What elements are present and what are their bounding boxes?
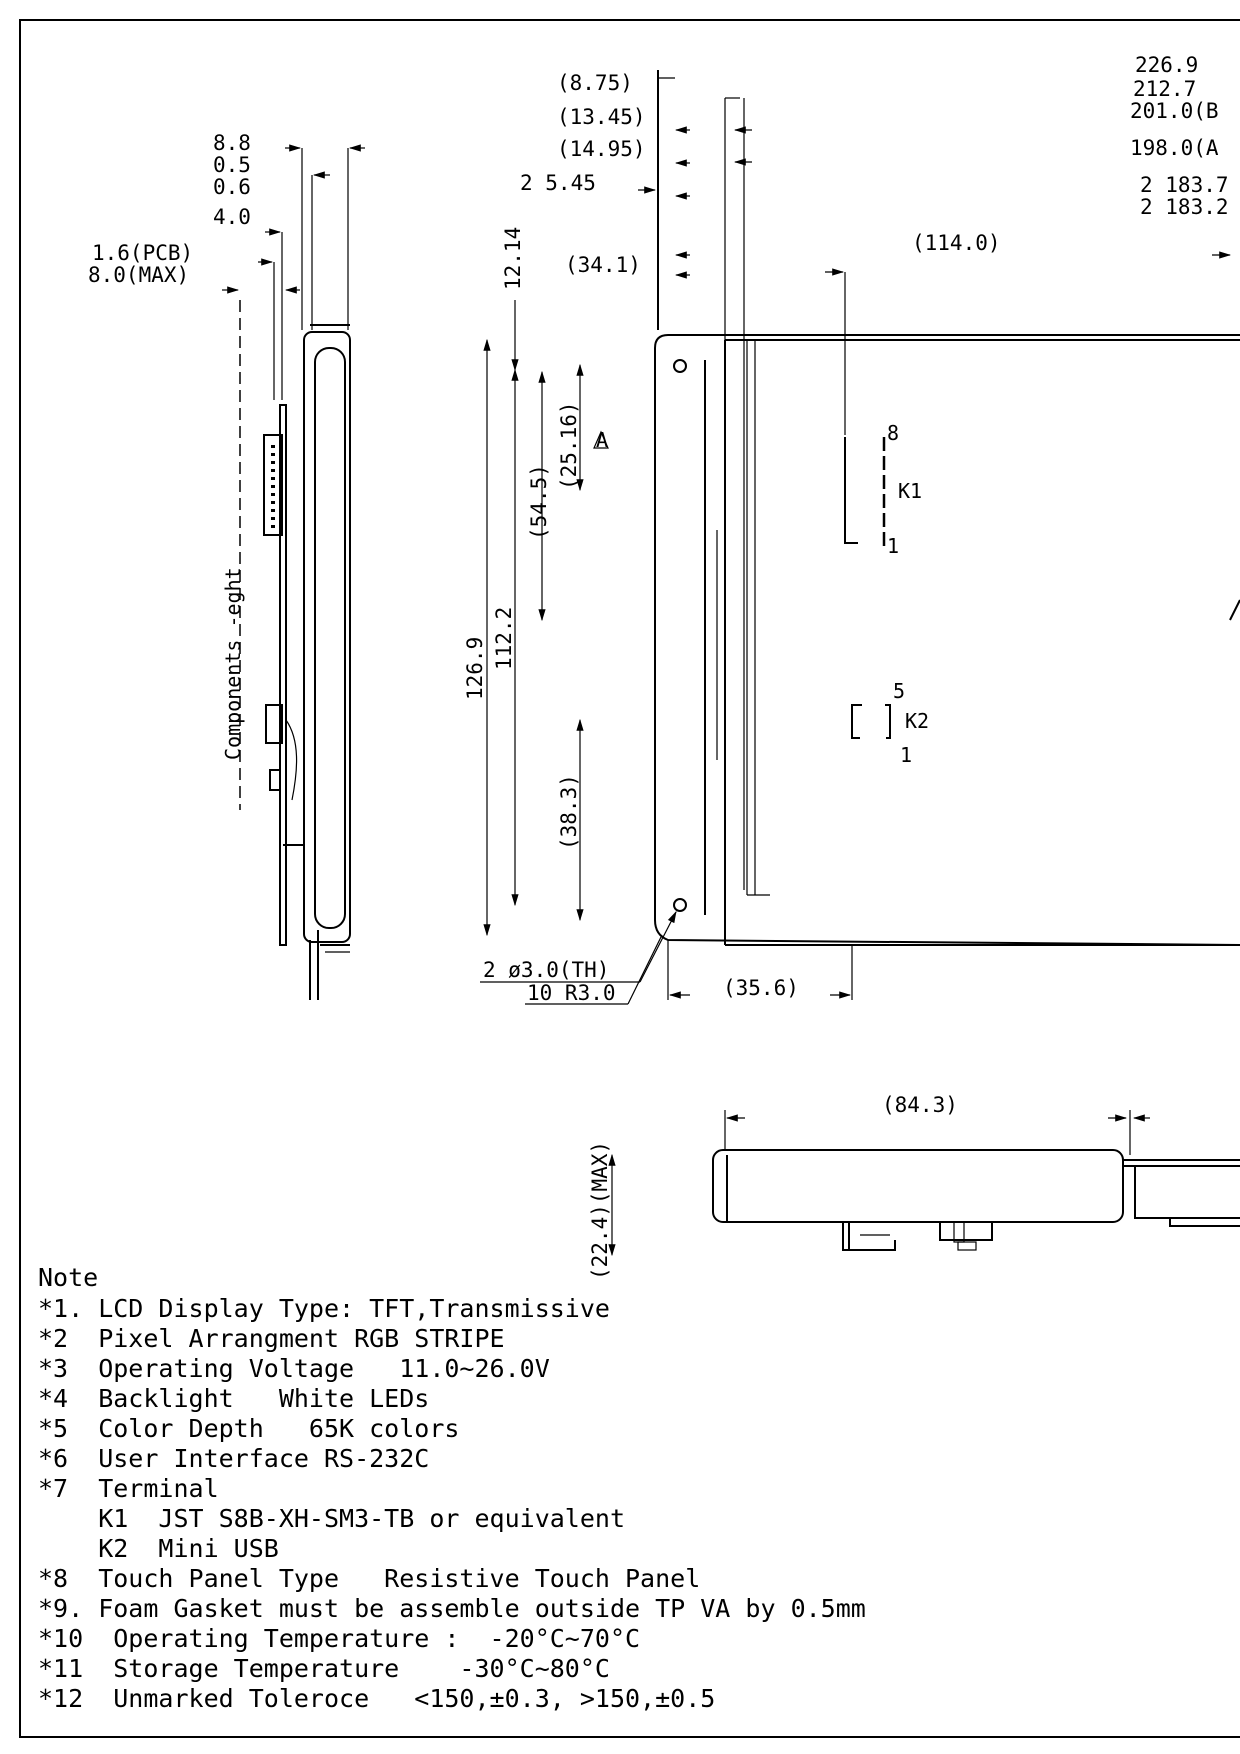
radius-callout xyxy=(627,934,663,1005)
dim-5-45: 2 5.45 xyxy=(520,171,596,195)
side-view: 8.8 0.5 0.6 4.0 1.6(PCB) 8.0(MAX) Compon… xyxy=(88,131,365,1000)
note-10: *10 Operating Temperature : -20°C~70°C xyxy=(38,1624,640,1653)
connector-block xyxy=(263,434,283,536)
mount-hole-top xyxy=(673,359,687,373)
dim-4-0: 4.0 xyxy=(213,205,251,229)
dim-201: 201.0(B xyxy=(1130,99,1219,123)
notes-title: Note xyxy=(38,1263,98,1292)
note-1: *1. LCD Display Type: TFT,Transmissive xyxy=(38,1294,610,1323)
vertical-dims: (8.75) (13.45) (14.95) 2 5.45 (34.1) 12.… xyxy=(463,70,752,937)
dim-34-1: (34.1) xyxy=(565,253,641,277)
dim-max: 8.0(MAX) xyxy=(88,263,189,287)
k1-label: K1 xyxy=(898,479,922,503)
bottom-pad xyxy=(957,1241,977,1251)
rev-mark: A xyxy=(596,428,608,452)
cable xyxy=(285,719,298,801)
note-6: *6 User Interface RS-232C xyxy=(38,1444,429,1473)
note-12: *12 Unmarked Toleroce <150,±0.3, >150,±0… xyxy=(38,1684,715,1713)
note-7-k1: K1 JST S8B-XH-SM3-TB or equivalent xyxy=(38,1504,625,1533)
bottom-tab xyxy=(1169,1218,1240,1227)
dim-38-3: (38.3) xyxy=(557,774,581,850)
dim-114: (114.0) xyxy=(912,231,1001,255)
bottom-usb xyxy=(842,1222,896,1251)
mount-hole-bottom xyxy=(673,898,687,912)
k2-bracket-right xyxy=(885,704,891,739)
panel-outline xyxy=(654,334,1240,946)
dim-198: 198.0(A xyxy=(1130,136,1219,160)
k1-pin-8: 8 xyxy=(887,421,899,445)
note-8: *8 Touch Panel Type Resistive Touch Pane… xyxy=(38,1564,700,1593)
housing-outer xyxy=(303,331,351,943)
pcb-board xyxy=(279,404,287,946)
dim-183-7: 2 183.7 xyxy=(1140,173,1229,197)
usb-block xyxy=(265,704,283,744)
top-right-dims: 226.9 212.7 201.0(B 198.0(A 2 183.7 2 18… xyxy=(1130,53,1229,219)
dim-14-95: (14.95) xyxy=(557,137,646,161)
dim-8-75: (8.75) xyxy=(557,71,633,95)
hole-spec: 2 ø3.0(TH) xyxy=(483,958,609,982)
note-5: *5 Color Depth 65K colors xyxy=(38,1414,459,1443)
note-2: *2 Pixel Arrangment RGB STRIPE xyxy=(38,1324,505,1353)
note-7-k2: K2 Mini USB xyxy=(38,1534,279,1563)
note-9: *9. Foam Gasket must be assemble outside… xyxy=(38,1594,866,1623)
dim-pcb: 1.6(PCB) xyxy=(92,241,193,265)
bottom-view: (84.3) (22.4)(MAX) xyxy=(588,1093,1240,1280)
note-4: *4 Backlight White LEDs xyxy=(38,1384,429,1413)
dim-54-5: (54.5) xyxy=(527,464,551,540)
dim-226-9: 226.9 xyxy=(1135,53,1198,77)
front-panel: 8 K1 1 5 K2 1 (114.0) 2 ø3.0(TH) 10 R3.0… xyxy=(480,231,1240,1005)
diagonal-mark xyxy=(1229,599,1240,621)
bottom-bracket xyxy=(939,1222,993,1241)
k2-pin-1: 1 xyxy=(900,743,912,767)
k1-bracket xyxy=(844,437,858,544)
components-height-label: Components -eght xyxy=(221,567,245,760)
hole-callout xyxy=(639,910,677,983)
dim-35-6: (35.6) xyxy=(723,976,799,1000)
dim-25-16: (25.16) xyxy=(557,401,581,490)
k1-pin-1: 1 xyxy=(887,534,899,558)
dim-22-4: (22.4)(MAX) xyxy=(588,1141,612,1280)
note-3: *3 Operating Voltage 11.0~26.0V xyxy=(38,1354,550,1383)
bottom-housing xyxy=(712,1149,1124,1223)
note-7: *7 Terminal xyxy=(38,1474,219,1503)
dim-8-8: 8.8 xyxy=(213,131,251,155)
k2-pin-5: 5 xyxy=(893,679,905,703)
dim-0-6: 0.6 xyxy=(213,175,251,199)
dim-183-2: 2 183.2 xyxy=(1140,195,1229,219)
dim-0-5: 0.5 xyxy=(213,153,251,177)
notes-block: Note *1. LCD Display Type: TFT,Transmiss… xyxy=(38,1263,866,1713)
dim-112-2: 112.2 xyxy=(492,607,516,670)
small-part xyxy=(269,769,281,791)
dim-84-3: (84.3) xyxy=(882,1093,958,1117)
housing-inner xyxy=(314,347,346,929)
dim-13-45: (13.45) xyxy=(557,105,646,129)
dim-12-14: 12.14 xyxy=(501,227,525,290)
bottom-extension xyxy=(1123,1159,1240,1167)
radius-spec: 10 R3.0 xyxy=(527,981,616,1005)
dim-212-7: 212.7 xyxy=(1133,77,1196,101)
k2-bracket-left xyxy=(851,704,862,739)
note-11: *11 Storage Temperature -30°C~80°C xyxy=(38,1654,610,1683)
sheet-border xyxy=(19,19,1240,1738)
rev-triangle xyxy=(593,430,609,449)
dim-126-9: 126.9 xyxy=(463,637,487,700)
bottom-extension-2 xyxy=(1134,1166,1240,1219)
k2-label: K2 xyxy=(905,709,929,733)
